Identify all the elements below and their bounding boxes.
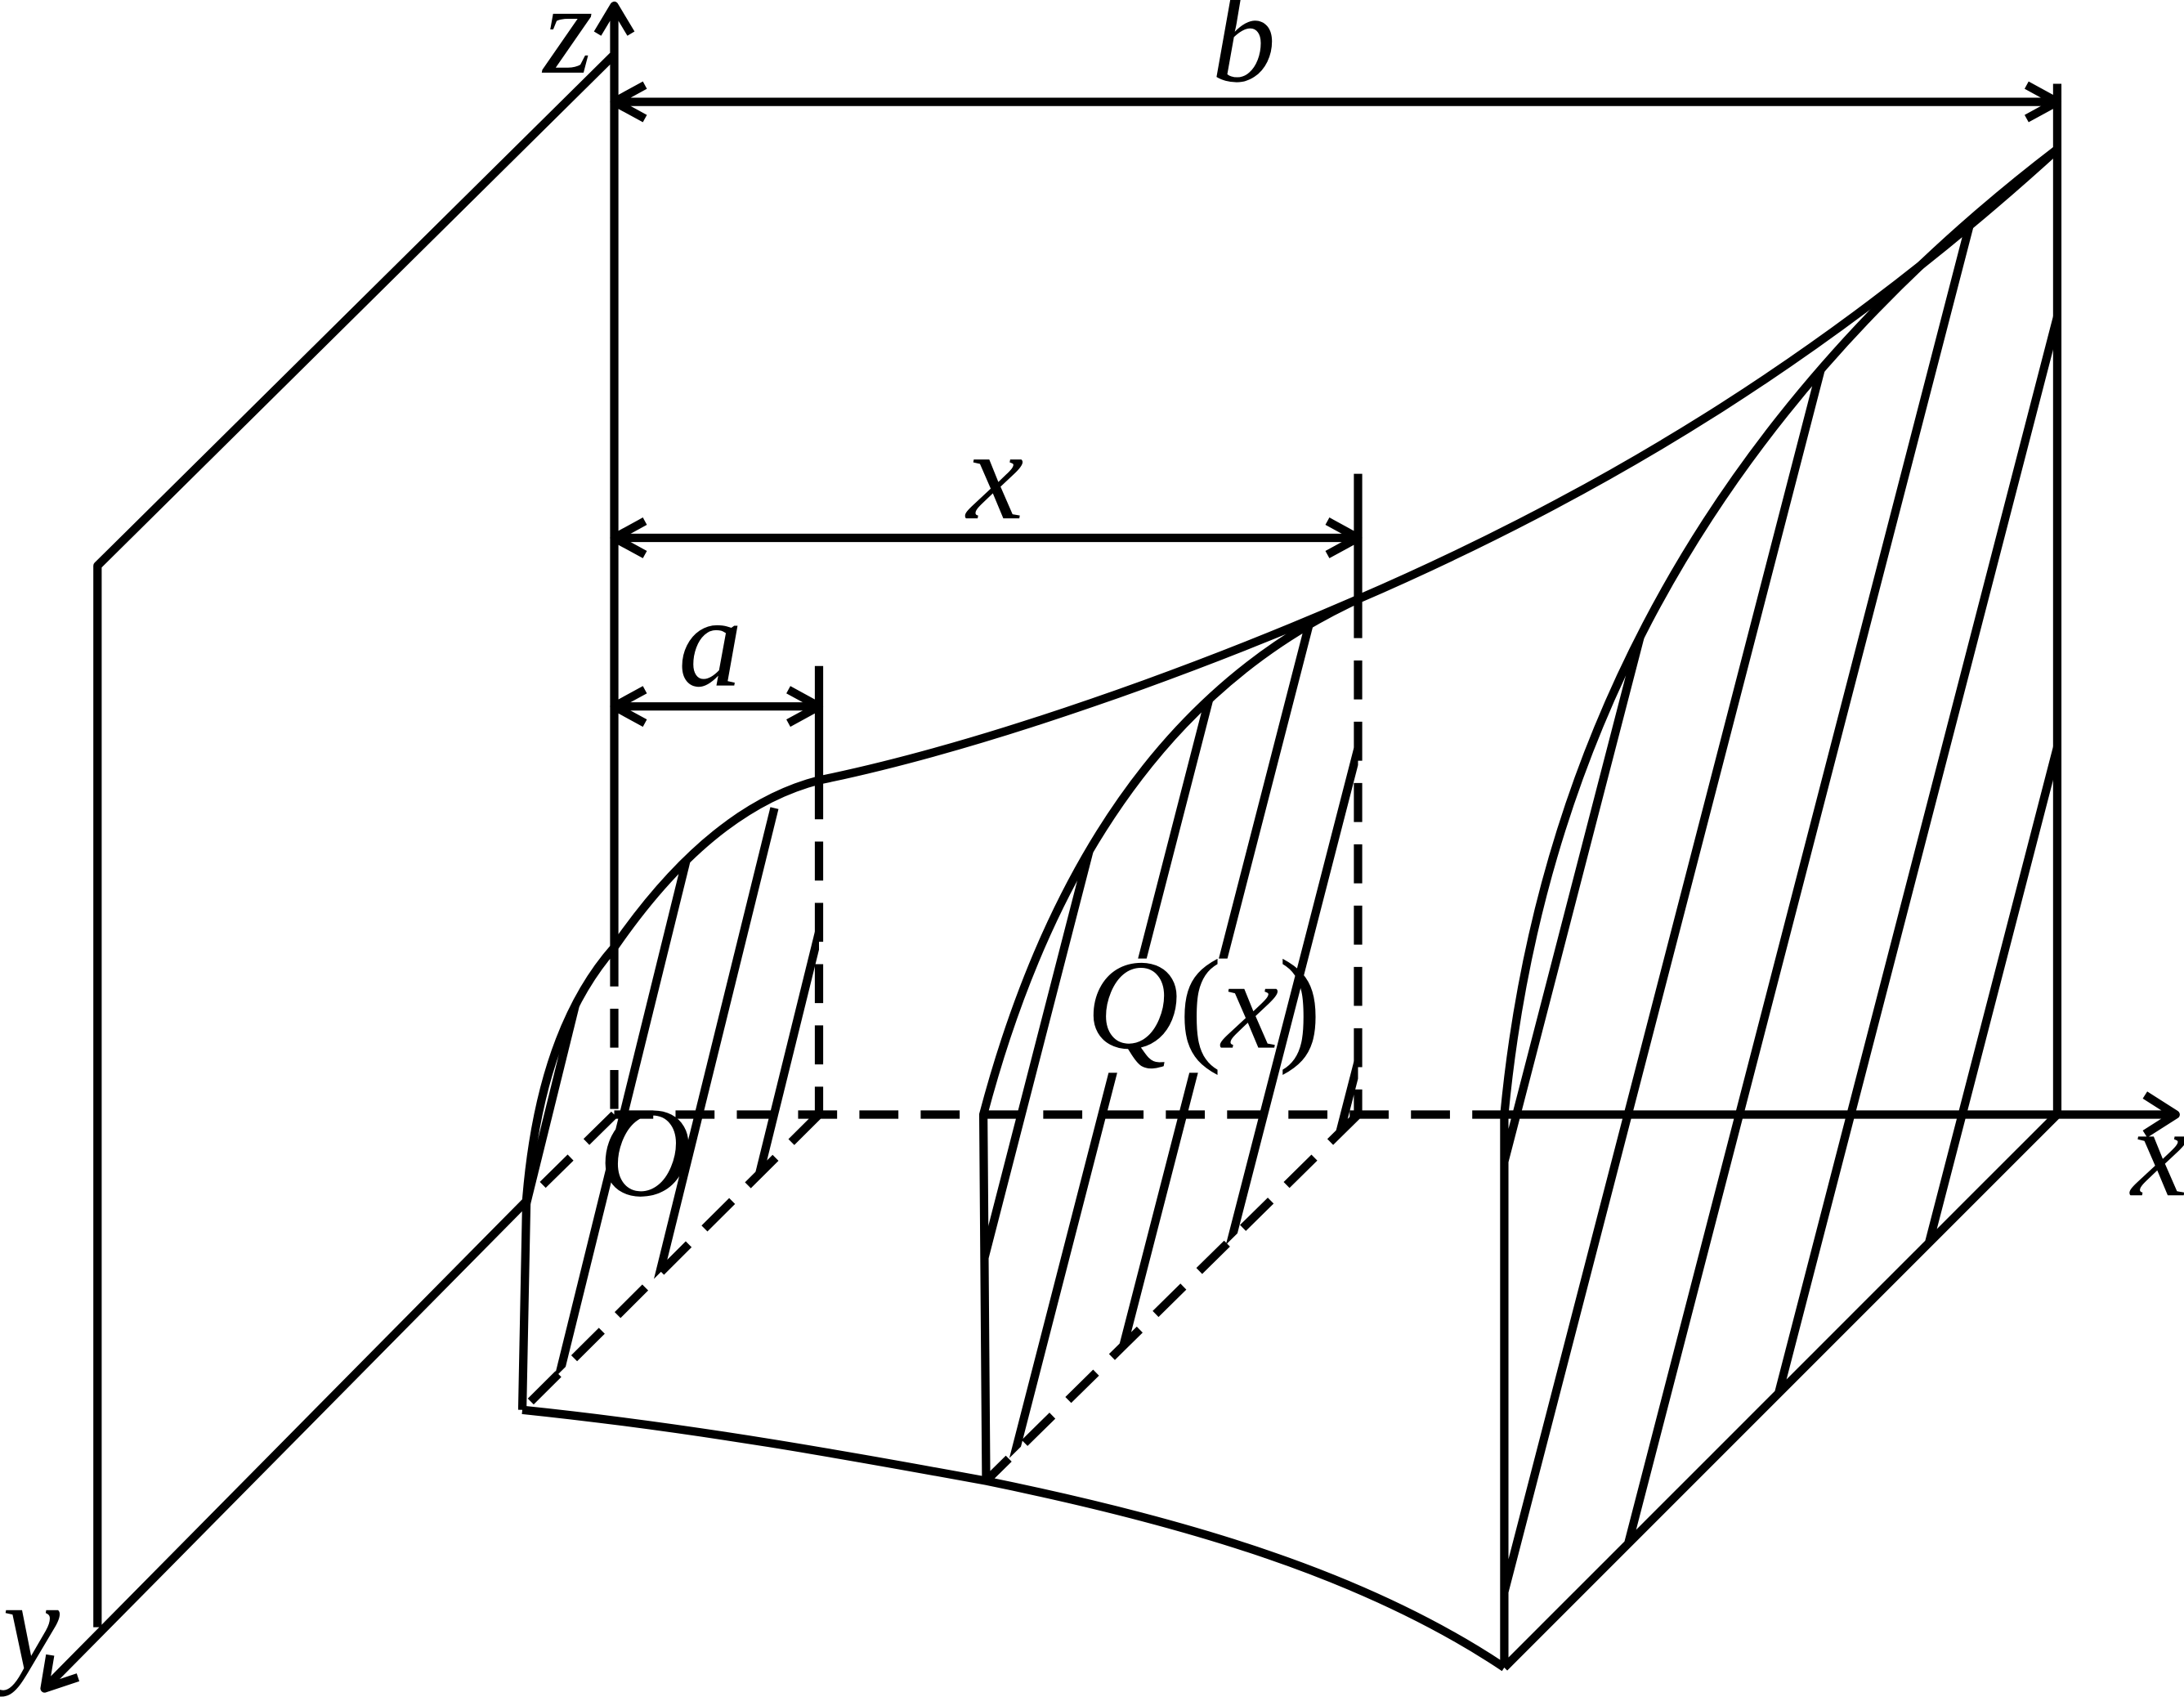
hatching-at-b: [1504, 149, 2057, 1668]
yz-plane-outline: [93, 52, 616, 1628]
section-b-base-edge: [1501, 1111, 2061, 1671]
section-a-base-edge: [519, 1111, 822, 1413]
x-axis-arrowhead: [2142, 1091, 2180, 1138]
section-at-b: [1500, 83, 2062, 1671]
dimension-b-label: b: [1212, 0, 1276, 109]
label-backdrop: [1089, 958, 1268, 1073]
section-a-curved-edge: [517, 776, 821, 1410]
section-area-label: Q(x): [1086, 934, 1321, 1076]
dimension-b: [610, 81, 2062, 123]
y-axis-arrowhead: [40, 1654, 80, 1693]
section-x-curved-edge: [978, 595, 1360, 1481]
dimension-a: [610, 665, 824, 781]
z-axis-label: z: [542, 0, 593, 101]
y-axis-hidden-segment: [523, 1111, 618, 1204]
y-axis: [41, 1198, 530, 1692]
bottom-boundary-curve: [521, 1405, 1507, 1672]
y-axis-label: y: [0, 1555, 60, 1697]
dimension-x-label: x: [965, 404, 1024, 546]
section-at-a: [517, 776, 824, 1413]
z-axis-arrowhead: [593, 1, 635, 36]
section-b-curved-edge: [1500, 146, 2061, 1668]
dimension-x: [610, 473, 1363, 599]
hatching-at-a: [522, 807, 819, 1410]
dimension-a-label: a: [678, 571, 742, 714]
top-boundary-curve: [817, 146, 2061, 785]
x-axis-label: x: [2129, 1081, 2184, 1223]
section-x-base-edge: [982, 1111, 1362, 1484]
origin-label: O: [599, 1081, 691, 1223]
